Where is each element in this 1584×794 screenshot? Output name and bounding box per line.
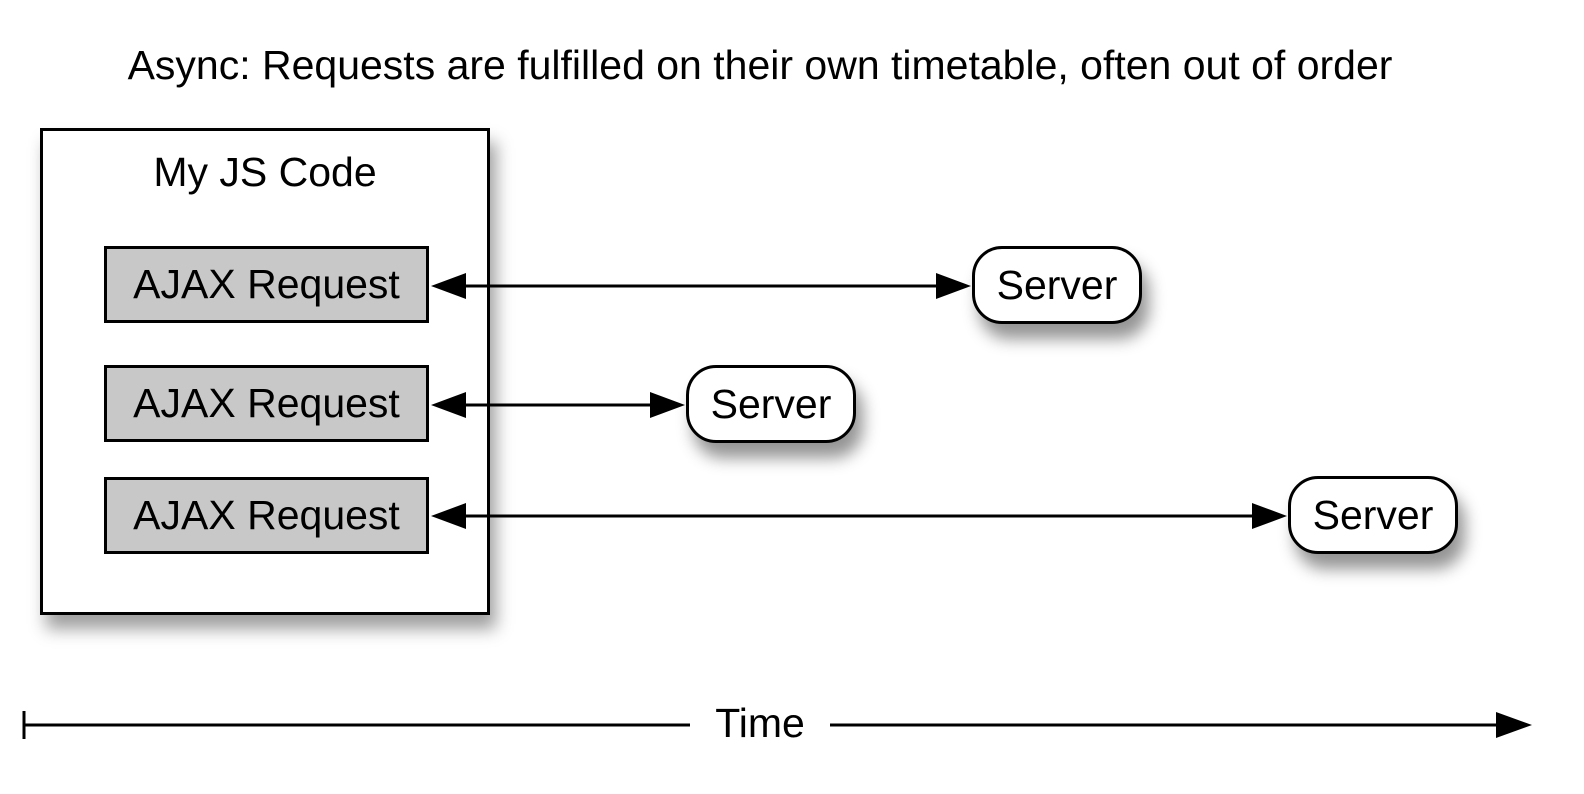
server-2: Server [686, 365, 856, 443]
arrow-request-3-server-3 [431, 503, 1287, 529]
ajax-request-3: AJAX Request [104, 477, 429, 554]
time-axis-label: Time [690, 700, 830, 746]
diagram-title: Async: Requests are fulfilled on their o… [127, 42, 1393, 88]
arrow-request-1-server-1 [431, 273, 971, 299]
server-1: Server [972, 246, 1142, 324]
ajax-request-1: AJAX Request [104, 246, 429, 323]
arrow-request-2-server-2 [431, 392, 685, 418]
server-3: Server [1288, 476, 1458, 554]
ajax-request-2: AJAX Request [104, 365, 429, 442]
js-code-label: My JS Code [153, 149, 377, 195]
